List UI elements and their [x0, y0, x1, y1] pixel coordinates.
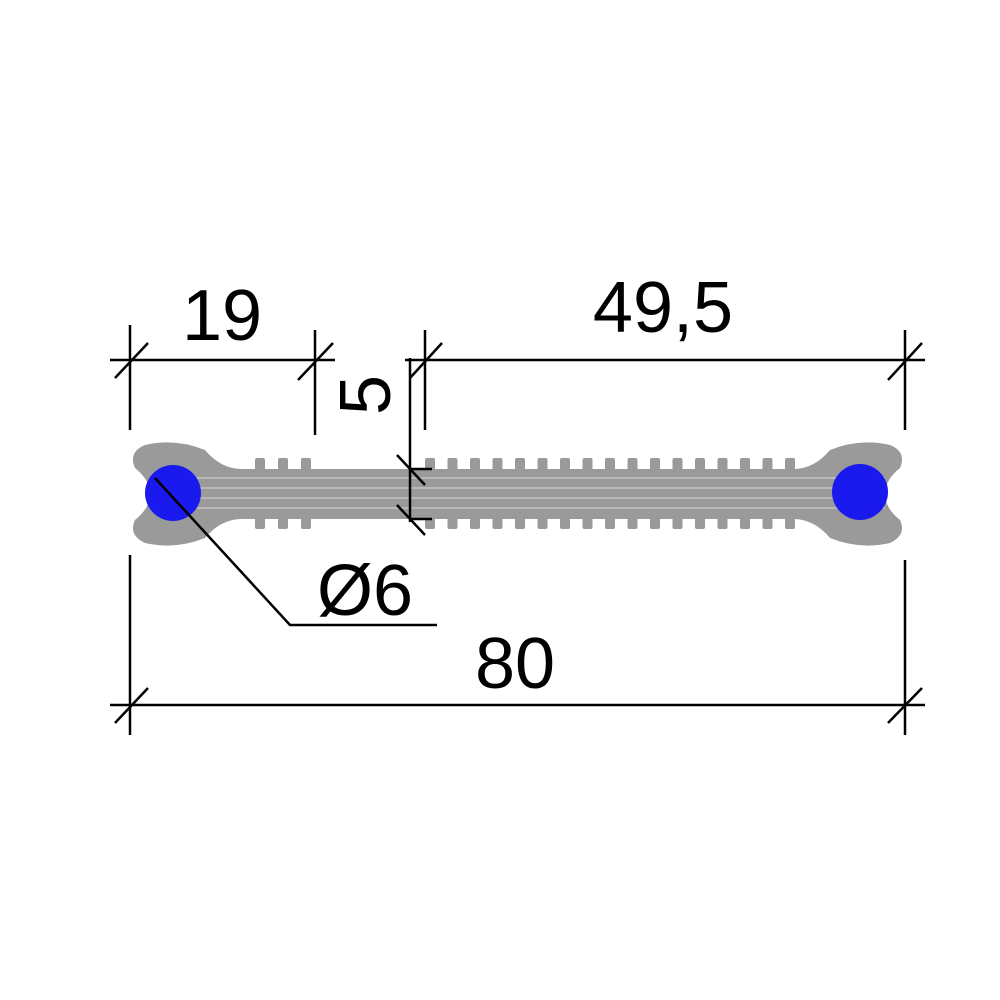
rib [515, 518, 525, 529]
rib [560, 458, 570, 470]
rib [627, 518, 638, 529]
rib [470, 518, 480, 529]
rib [740, 458, 750, 470]
rib [492, 518, 503, 529]
rib [492, 458, 503, 470]
rib [650, 518, 660, 529]
rib [537, 518, 548, 529]
rib [695, 518, 705, 529]
profile-web [180, 469, 860, 519]
rib [582, 518, 593, 529]
rib [301, 518, 311, 529]
rib [447, 458, 458, 470]
dim-diameter-label: Ø6 [317, 551, 413, 631]
rib [515, 458, 525, 470]
dimension-lines [110, 325, 925, 735]
rib [582, 458, 593, 470]
rib [255, 458, 265, 470]
rib [447, 518, 458, 529]
rib [278, 458, 288, 470]
rib [627, 458, 638, 470]
rib [425, 458, 435, 470]
rib [717, 518, 728, 529]
rib [672, 518, 683, 529]
dim-19-label: 19 [182, 276, 262, 356]
rib [560, 518, 570, 529]
rib [785, 518, 795, 529]
rib [762, 518, 773, 529]
rib [255, 518, 265, 529]
rib [425, 518, 435, 529]
waterstop-profile [132, 442, 903, 546]
rib [301, 458, 311, 470]
rib [605, 518, 615, 529]
rib [605, 458, 615, 470]
rib [762, 458, 773, 470]
rebar-right [832, 464, 888, 520]
rib [785, 458, 795, 470]
dim-80-label: 80 [475, 624, 555, 704]
rib [470, 458, 480, 470]
rib [650, 458, 660, 470]
rib [278, 518, 288, 529]
dim-5-label: 5 [326, 375, 406, 415]
rib [717, 458, 728, 470]
dim-49-5-label: 49,5 [593, 268, 733, 348]
rib [695, 458, 705, 470]
rib [740, 518, 750, 529]
rib [672, 458, 683, 470]
ribs [255, 458, 795, 529]
rib [537, 458, 548, 470]
rebar-left [145, 465, 201, 521]
